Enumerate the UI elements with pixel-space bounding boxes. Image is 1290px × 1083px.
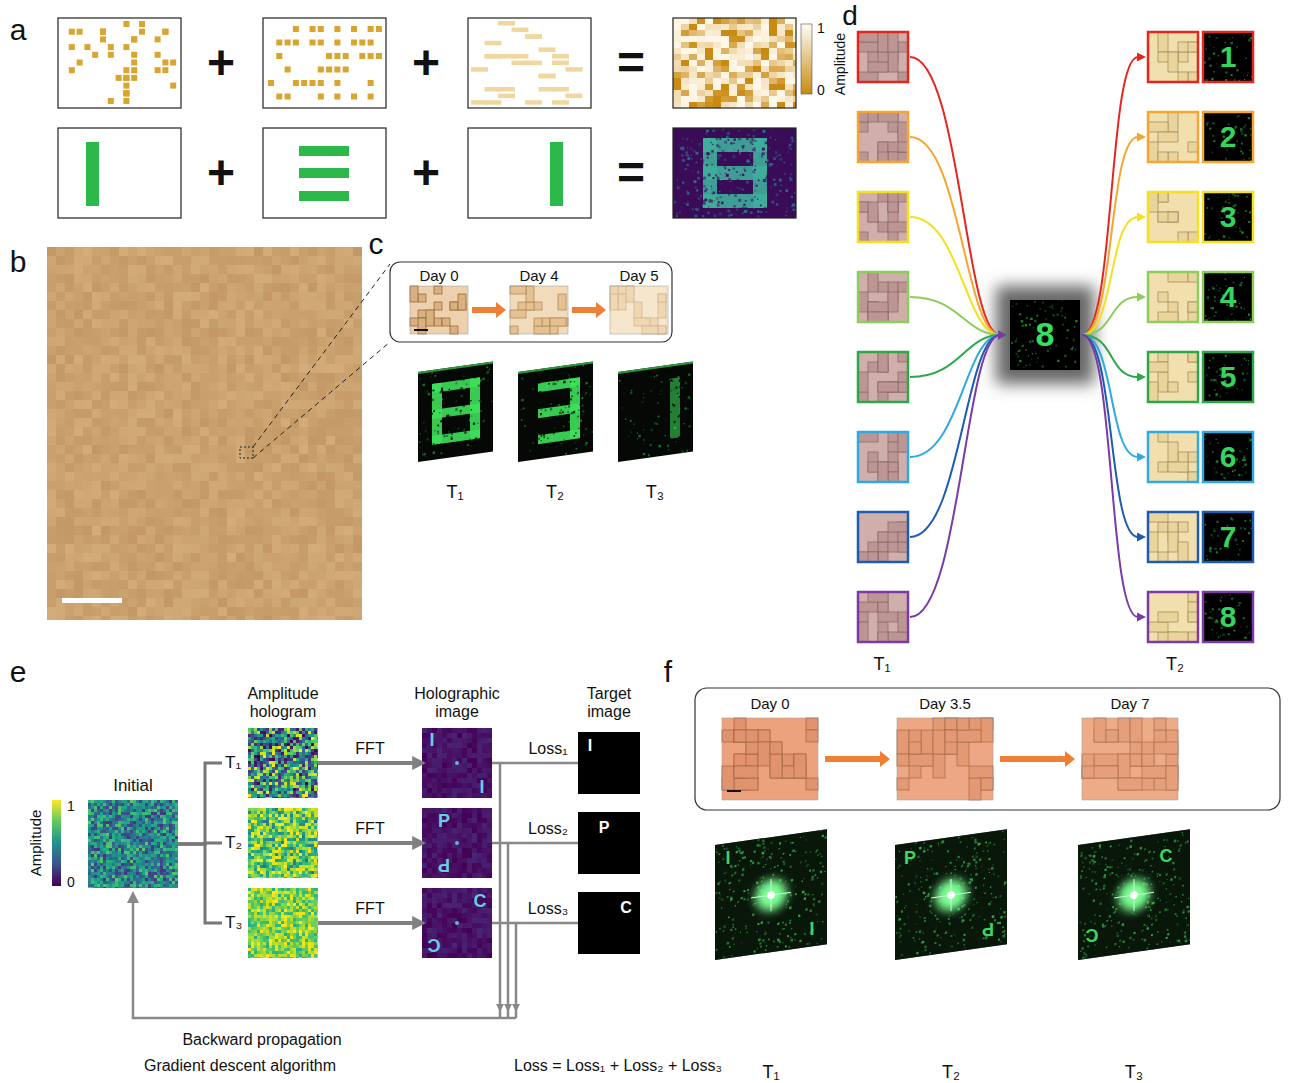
figure-stage: a++=++=1Amplitude0bcDay 0Day 4Day 5T₁T₂T… <box>0 0 1290 1083</box>
